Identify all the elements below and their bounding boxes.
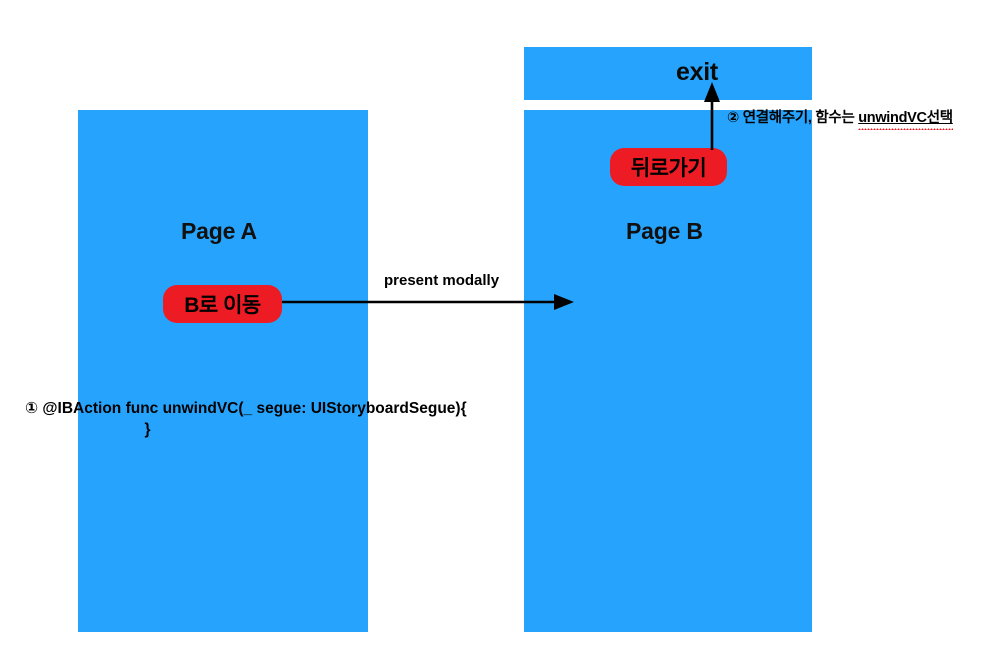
page-a-title: Page A	[181, 218, 257, 244]
arrow-up-icon	[704, 82, 720, 150]
annotation-connect-highlight: unwindVC선택	[858, 110, 953, 126]
present-modally-label: present modally	[381, 271, 503, 290]
go-to-b-button[interactable]: B로 이동	[163, 285, 282, 323]
back-button[interactable]: 뒤로가기	[610, 148, 727, 186]
page-a-rect	[78, 110, 368, 632]
annotation-unwind-code: ① @IBAction func unwindVC(_ segue: UISto…	[25, 398, 480, 440]
annotation-connect-prefix: ② 연결해주기, 함수는	[727, 110, 859, 126]
exit-bar-rect	[524, 47, 812, 100]
exit-label: exit	[676, 58, 718, 86]
annotation-code-line-2: }	[144, 421, 151, 438]
annotation-code-line-1: ① @IBAction func unwindVC(_ segue: UISto…	[25, 400, 467, 417]
page-b-title: Page B	[626, 218, 703, 244]
arrow-right-icon	[282, 294, 574, 310]
annotation-connect-unwindvc: ② 연결해주기, 함수는 unwindVC선택	[727, 106, 953, 127]
page-b-rect	[524, 110, 812, 632]
